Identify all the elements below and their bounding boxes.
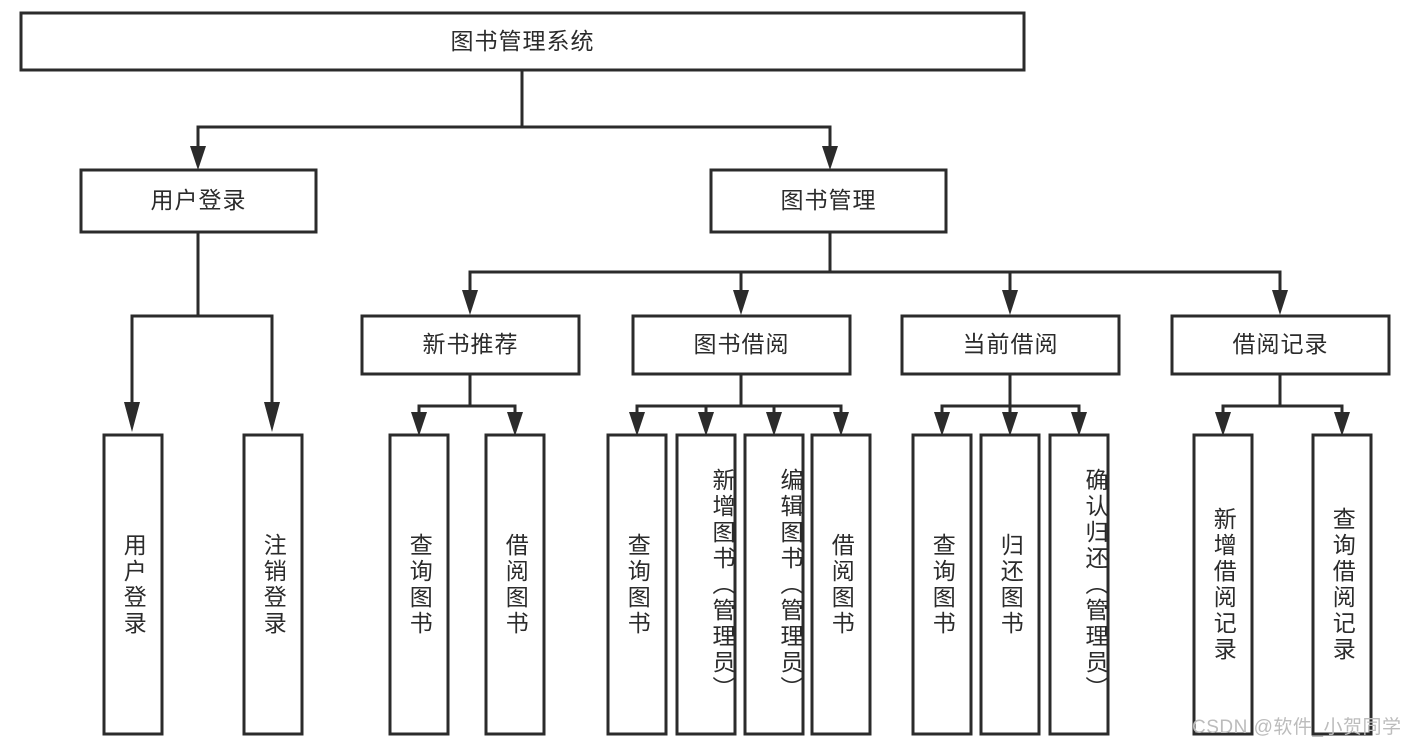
leaf-box-user-login-2[interactable] [242, 433, 304, 736]
leaf-box-user-login-1[interactable] [102, 433, 164, 736]
arrowhead-current-borrow-leaf-2 [1002, 412, 1018, 436]
arrowhead-current-borrow-leaf-3 [1071, 412, 1087, 436]
node-current-borrow-box[interactable] [900, 314, 1121, 376]
arrowhead-borrow-record-leaf-2 [1334, 412, 1350, 436]
leaf-box-new-book-2[interactable] [484, 433, 546, 736]
leaf-box-borrow-record-2[interactable] [1311, 433, 1373, 736]
arrowhead-root-to-book-manage [822, 146, 838, 170]
node-root-box[interactable] [19, 11, 1026, 72]
leaf-box-book-borrow-1[interactable] [606, 433, 668, 736]
leaf-box-book-borrow-2[interactable] [675, 433, 737, 736]
leaf-box-book-borrow-4[interactable] [810, 433, 872, 736]
leaf-box-new-book-1[interactable] [388, 433, 450, 736]
arrowhead-book-borrow-leaf-3 [766, 412, 782, 436]
node-book-manage-box[interactable] [709, 168, 948, 234]
arrowhead-new-book-leaf-2 [507, 412, 523, 436]
node-borrow-record-box[interactable] [1170, 314, 1391, 376]
arrowhead-book-borrow-leaf-2 [698, 412, 714, 436]
arrowhead-book-manage-child-4 [1272, 290, 1288, 315]
arrowhead-user-login-leaf-2 [264, 402, 280, 432]
csdn-watermark: CSDN @软件_小贺同学 [1192, 717, 1402, 738]
arrowhead-user-login-leaf-1 [124, 402, 140, 432]
node-new-book-recommend-box[interactable] [360, 314, 581, 376]
arrowhead-book-manage-child-1 [462, 290, 478, 315]
leaf-box-current-borrow-2[interactable] [979, 433, 1041, 736]
leaf-box-book-borrow-3[interactable] [743, 433, 805, 736]
arrowhead-book-borrow-leaf-4 [833, 412, 849, 436]
node-book-borrow-box[interactable] [631, 314, 852, 376]
arrowhead-book-manage-child-3 [1002, 290, 1018, 315]
arrowhead-root-to-user-login [190, 146, 206, 170]
arrowhead-book-manage-child-2 [733, 290, 749, 315]
arrowhead-new-book-leaf-1 [411, 412, 427, 436]
arrowhead-book-borrow-leaf-1 [629, 412, 645, 436]
leaf-box-current-borrow-1[interactable] [911, 433, 973, 736]
node-user-login-box[interactable] [79, 168, 318, 234]
leaf-box-borrow-record-1[interactable] [1192, 433, 1254, 736]
arrowhead-borrow-record-leaf-1 [1215, 412, 1231, 436]
leaf-box-current-borrow-3[interactable] [1048, 433, 1110, 736]
arrowhead-current-borrow-leaf-1 [934, 412, 950, 436]
